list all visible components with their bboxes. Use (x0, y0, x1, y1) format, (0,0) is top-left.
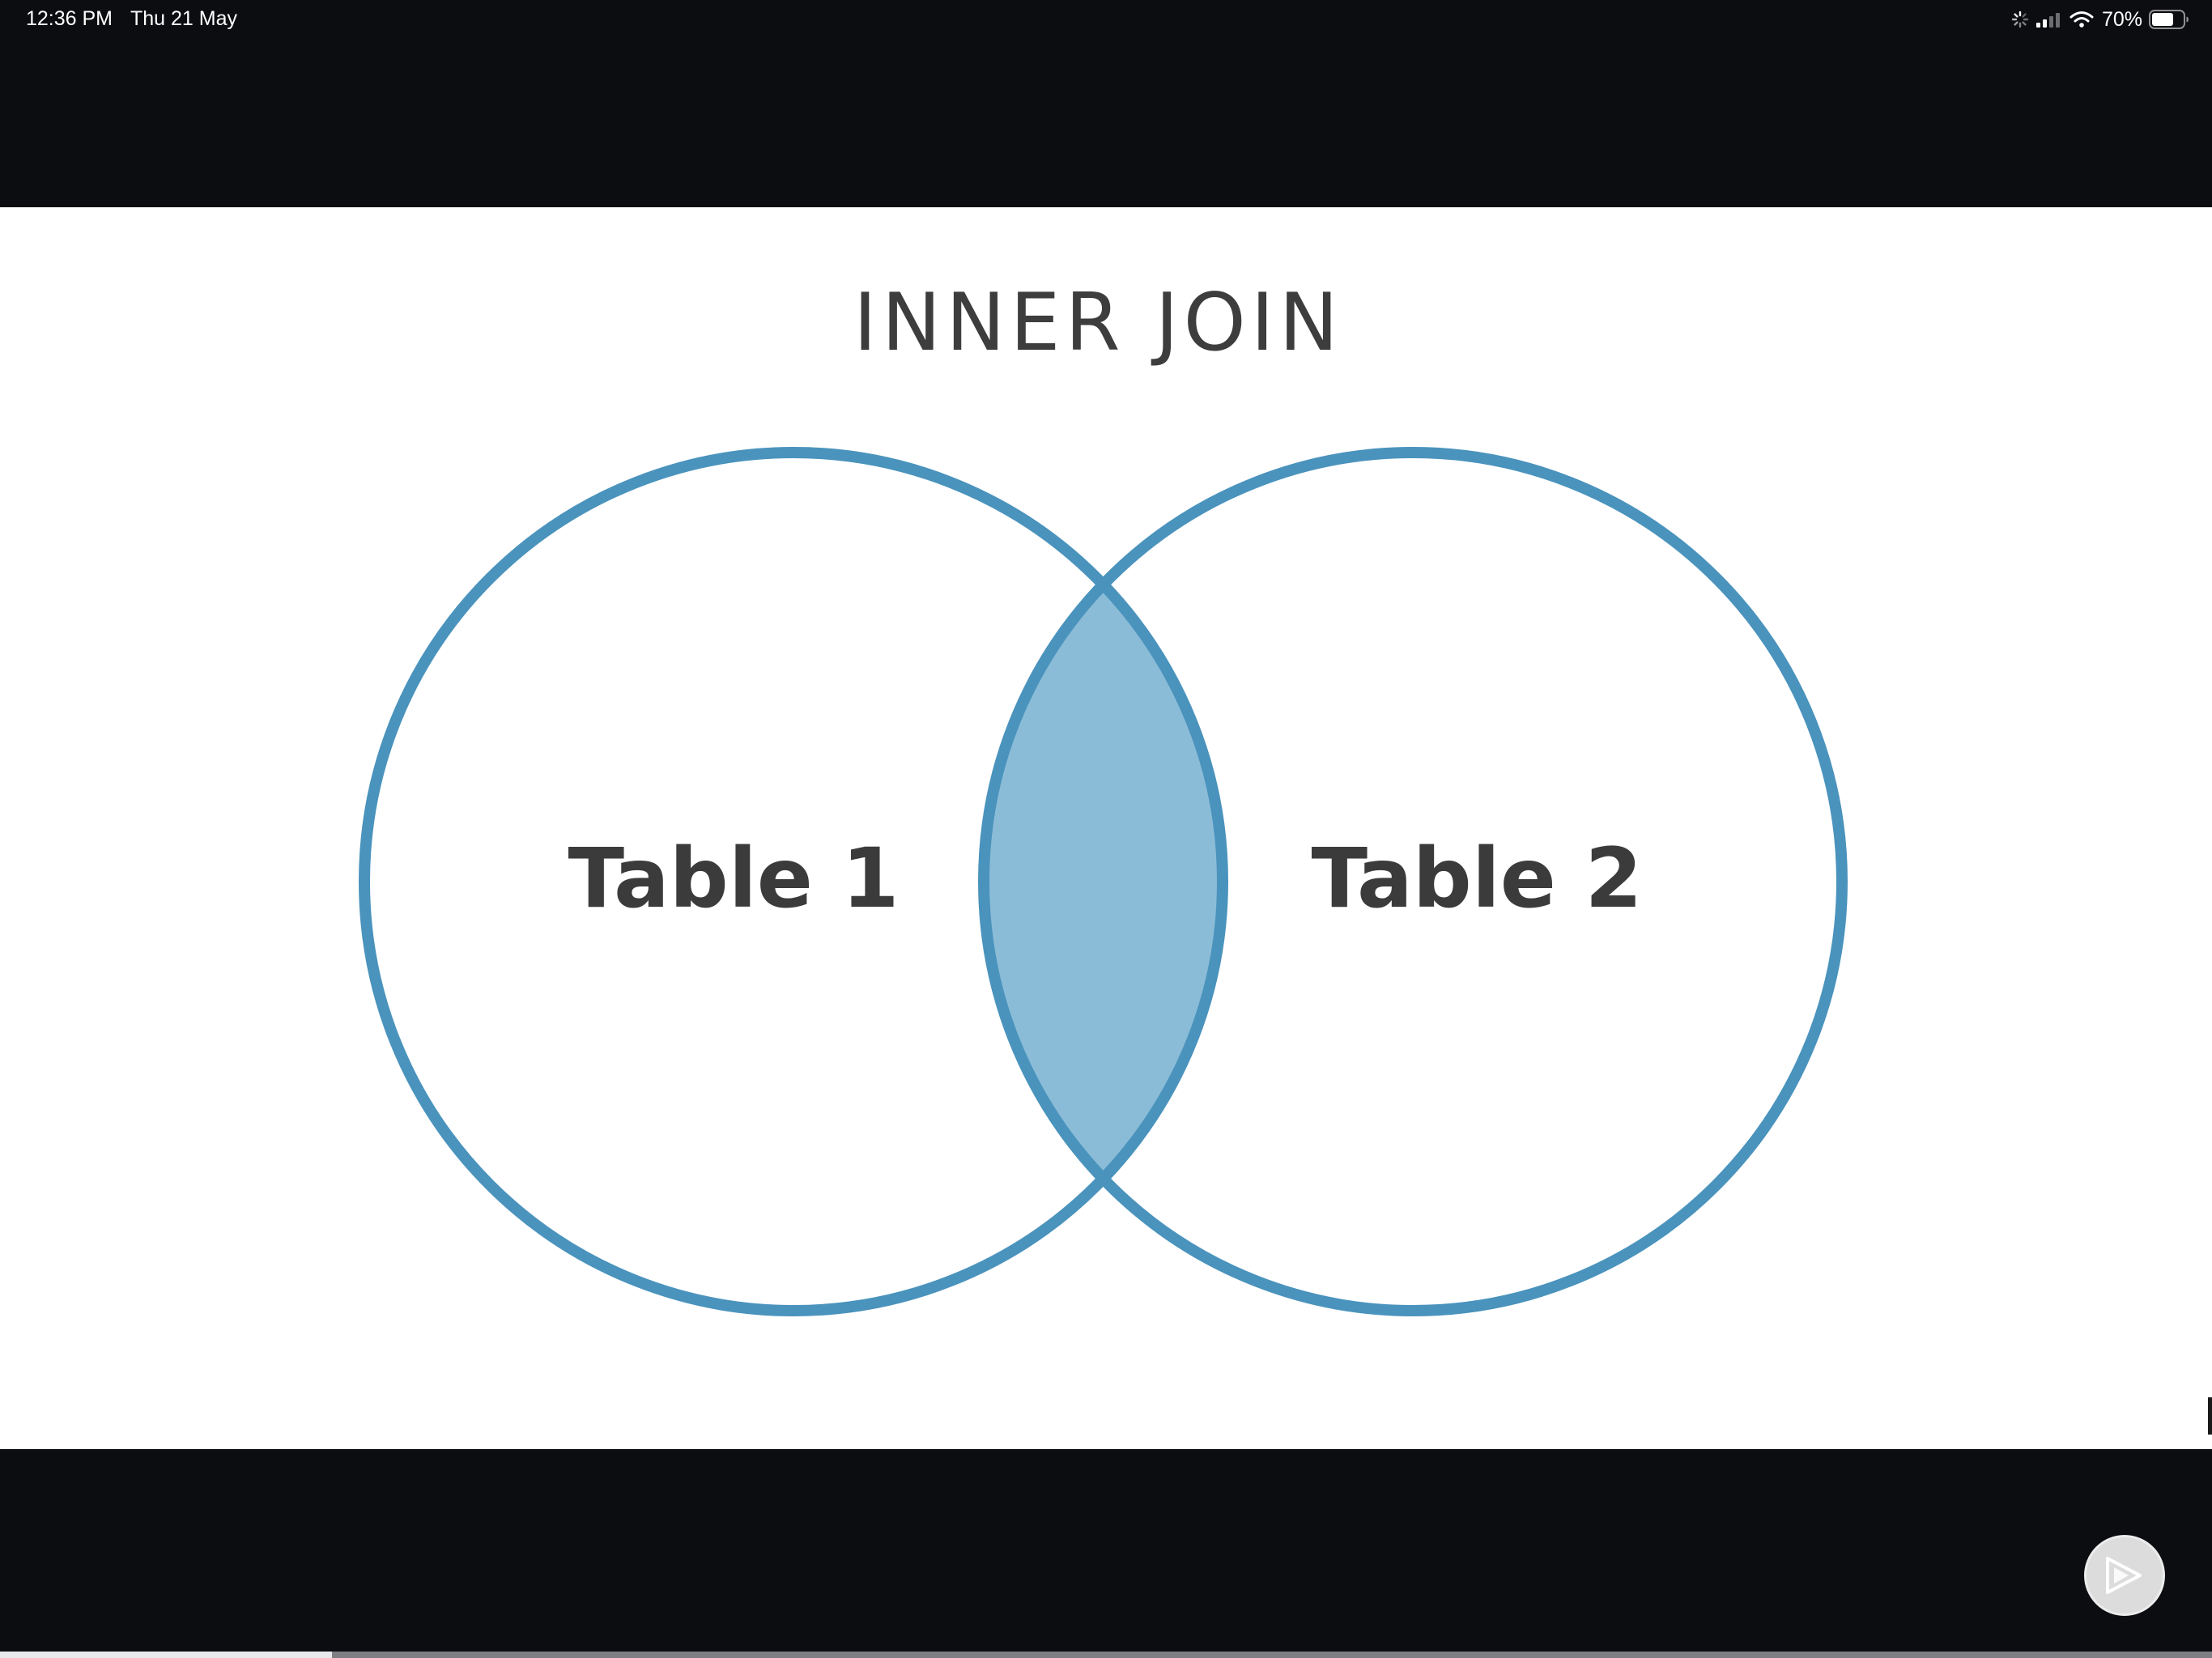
activity-icon (2011, 11, 2029, 28)
slide: INNER JOIN Table 1 Table 2 (0, 207, 2212, 1616)
play-button[interactable] (2084, 1535, 2165, 1616)
battery-icon (2149, 10, 2189, 29)
playback-progress-fill (0, 1652, 332, 1658)
status-time: 12:36 PM (26, 7, 113, 30)
status-date: Thu 21 May (130, 7, 238, 30)
status-indicators: 70% (2011, 6, 2189, 32)
status-bar: 12:36 PM Thu 21 May (0, 0, 2212, 39)
venn-diagram (359, 447, 1848, 1316)
table-2-circle (978, 447, 1848, 1316)
edge-marker (2208, 1397, 2212, 1435)
table-2-label: Table 2 (1311, 831, 1643, 927)
wifi-icon (2069, 11, 2094, 28)
cellular-signal-icon (2035, 13, 2060, 28)
table-1-circle (359, 447, 1228, 1316)
play-logo-icon (2106, 1557, 2142, 1594)
battery-percentage: 70% (2101, 7, 2142, 31)
table-1-label: Table 1 (568, 831, 900, 927)
playback-progress-bar[interactable] (0, 1652, 2212, 1658)
slide-title: INNER JOIN (853, 277, 1343, 369)
